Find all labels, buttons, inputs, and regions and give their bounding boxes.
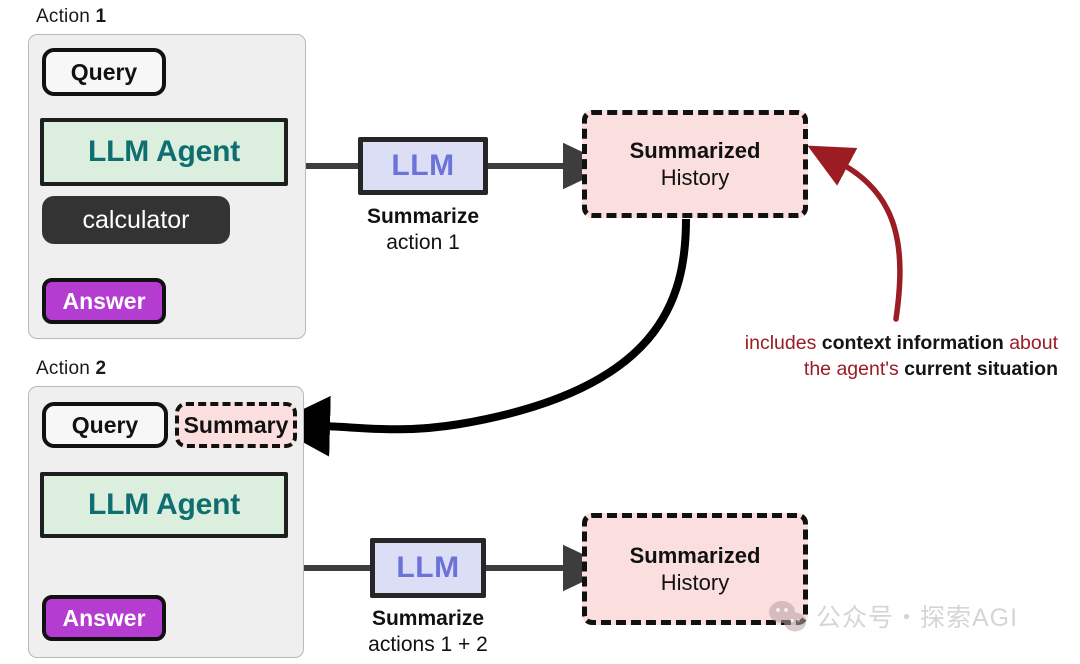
- action-1-answer-box[interactable]: Answer: [42, 278, 166, 324]
- annotation-line-1-part-a: includes: [744, 332, 822, 354]
- action-2-summary-label: Summary: [183, 411, 289, 438]
- summarized-history-bottom-line1: Summarized: [629, 542, 761, 568]
- summarized-history-top-box[interactable]: Summarized History: [582, 110, 808, 218]
- watermark-text: 公众号・探索AGI: [816, 604, 1019, 632]
- action-2-label-prefix: Action: [36, 358, 96, 379]
- annotation-line-2-part-b: current situation: [904, 358, 1058, 381]
- summarized-history-top-line1: Summarized: [629, 137, 761, 163]
- action-2-label: Action 2: [36, 358, 106, 380]
- summarizer-top-caption-bold: Summarize: [366, 205, 480, 228]
- action-2-query-box[interactable]: Query: [42, 402, 168, 448]
- annotation-line-1-part-b: context information: [821, 332, 1004, 354]
- wechat-icon: [768, 599, 808, 633]
- annotation-line-1: includes context information about: [658, 330, 1058, 356]
- action-1-label-number: 1: [95, 6, 107, 27]
- summarizer-top-llm-label: LLM: [391, 149, 455, 182]
- action-2-answer-label: Answer: [62, 604, 146, 631]
- annotation-line-2-part-a: the agent's: [803, 358, 905, 381]
- annotation-line-1-part-c: about: [1003, 332, 1058, 354]
- summarizer-bottom-llm-label: LLM: [396, 551, 460, 584]
- action-1-answer-label: Answer: [62, 287, 146, 314]
- action-1-label-prefix: Action: [36, 6, 96, 27]
- action-2-agent-box[interactable]: LLM Agent: [40, 472, 288, 538]
- action-1-label: Action 1: [36, 6, 106, 28]
- summarizer-bottom-llm-box[interactable]: LLM: [370, 538, 486, 598]
- action-1-agent-label: LLM Agent: [87, 135, 241, 168]
- annotation-line-2: the agent's current situation: [658, 356, 1058, 382]
- summarized-history-bottom-box[interactable]: Summarized History: [582, 513, 808, 625]
- action-1-tool-box[interactable]: calculator: [42, 196, 230, 244]
- summarizer-top-llm-box[interactable]: LLM: [358, 137, 488, 195]
- summarized-history-bottom-line2: History: [660, 570, 730, 595]
- action-1-tool-label: calculator: [82, 205, 190, 234]
- annotation-arrow: [807, 145, 903, 322]
- action-2-label-number: 2: [95, 358, 107, 379]
- annotation-text: includes context information about the a…: [658, 330, 1058, 383]
- action-1-agent-box[interactable]: LLM Agent: [40, 118, 288, 186]
- action-2-answer-box[interactable]: Answer: [42, 595, 166, 641]
- action-2-summary-box[interactable]: Summary: [175, 402, 297, 448]
- summarizer-top-caption: Summarize action 1: [340, 204, 506, 255]
- action-1-query-box[interactable]: Query: [42, 48, 166, 96]
- summarizer-bottom-caption: Summarize actions 1 + 2: [340, 606, 516, 657]
- action-2-query-label: Query: [71, 411, 139, 438]
- watermark: 公众号・探索AGI: [768, 598, 1018, 634]
- action-1-query-label: Query: [70, 58, 138, 85]
- action-2-agent-label: LLM Agent: [87, 488, 241, 521]
- summarizer-bottom-caption-rest: actions 1 + 2: [368, 632, 488, 656]
- summarizer-bottom-caption-bold: Summarize: [371, 607, 485, 630]
- summarized-history-top-line2: History: [660, 165, 730, 190]
- summarizer-top-caption-rest: action 1: [386, 230, 460, 254]
